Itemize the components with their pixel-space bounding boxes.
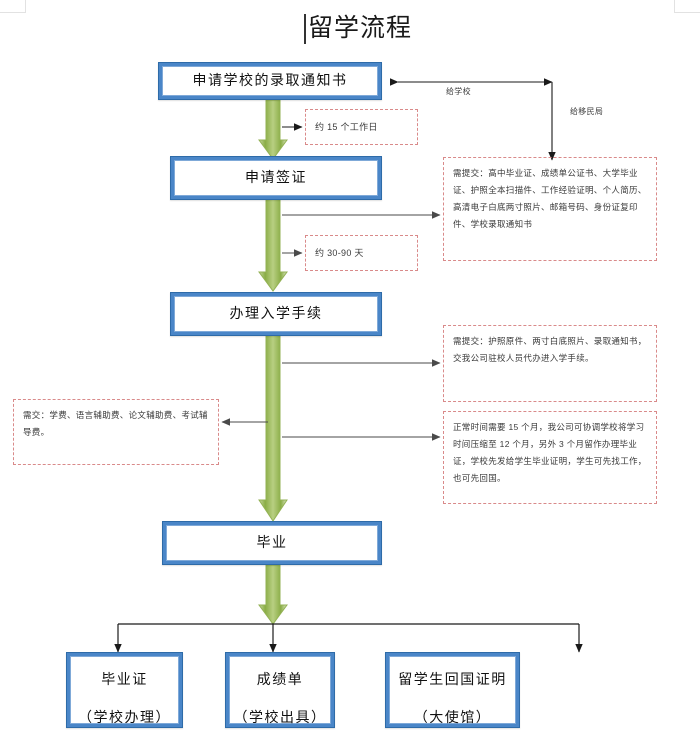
note-visa-duration-text: 约 30-90 天 xyxy=(315,248,364,258)
process-box-visa-inner: 申请签证 xyxy=(174,160,378,196)
result-box-transcript-inner: 成绩单 （学校出具） xyxy=(229,656,331,726)
result-box-diploma-line2: （学校办理） xyxy=(78,711,171,726)
process-box-enroll[interactable]: 办理入学手续 xyxy=(170,292,382,336)
note-offer-duration-text: 约 15 个工作日 xyxy=(315,122,378,132)
connector-results-split xyxy=(114,623,583,653)
result-box-transcript-line1: 成绩单 xyxy=(256,673,304,688)
process-box-offer-label: 申请学校的录取通知书 xyxy=(192,73,348,89)
process-box-offer-inner: 申请学校的录取通知书 xyxy=(162,66,378,96)
result-box-diploma-line1: 毕业证 xyxy=(101,673,148,688)
green-arrow-graduate-to-results xyxy=(258,564,288,625)
process-box-graduate-inner: 毕业 xyxy=(166,525,378,561)
page-corner-mark-top-right xyxy=(674,0,700,13)
process-box-enroll-inner: 办理入学手续 xyxy=(174,296,378,332)
note-study-duration: 正常时间需要 15 个月，我公司可协调学校将学习时间压缩至 12 个月，另外 3… xyxy=(443,411,657,504)
page-corner-mark-top-left xyxy=(0,0,26,13)
process-box-visa[interactable]: 申请签证 xyxy=(170,156,382,200)
note-visa-duration: 约 30-90 天 xyxy=(305,235,418,271)
result-box-transcript[interactable]: 成绩单 （学校出具） xyxy=(225,652,335,728)
green-arrow-offer-to-visa xyxy=(258,99,288,160)
result-box-return-cert[interactable]: 留学生回国证明 （大使馆） xyxy=(385,652,520,728)
process-box-offer[interactable]: 申请学校的录取通知书 xyxy=(158,62,382,100)
caption-to-school: 给学校 xyxy=(446,87,471,96)
note-enroll-documents-text: 需提交：护照原件、两寸白底照片、录取通知书，交我公司驻校人员代办进入学手续。 xyxy=(453,336,647,363)
result-box-transcript-line2: （学校出具） xyxy=(233,711,327,726)
process-box-enroll-label: 办理入学手续 xyxy=(229,306,323,322)
result-box-diploma-inner: 毕业证 （学校办理） xyxy=(70,656,179,726)
result-box-return-cert-line2: （大使馆） xyxy=(413,711,492,726)
green-arrow-enroll-to-graduate xyxy=(258,333,288,522)
note-offer-duration: 约 15 个工作日 xyxy=(305,109,418,145)
note-fees: 需交：学费、语言辅助费、论文辅助费、考试辅导费。 xyxy=(13,399,219,465)
note-fees-text: 需交：学费、语言辅助费、论文辅助费、考试辅导费。 xyxy=(23,410,208,437)
note-enroll-documents: 需提交：护照原件、两寸白底照片、录取通知书，交我公司驻校人员代办进入学手续。 xyxy=(443,325,657,402)
note-visa-documents: 需提交：高中毕业证、成绩单公证书、大学毕业证、护照全本扫描件、工作经验证明、个人… xyxy=(443,157,657,261)
caption-to-immigration: 给移民局 xyxy=(570,107,604,116)
page-title: 留学流程 xyxy=(304,14,412,44)
result-box-return-cert-inner: 留学生回国证明 （大使馆） xyxy=(389,656,516,726)
note-study-duration-text: 正常时间需要 15 个月，我公司可协调学校将学习时间压缩至 12 个月，另外 3… xyxy=(453,422,647,483)
process-box-graduate-label: 毕业 xyxy=(256,535,288,551)
note-visa-documents-text: 需提交：高中毕业证、成绩单公证书、大学毕业证、护照全本扫描件、工作经验证明、个人… xyxy=(453,168,647,229)
process-box-visa-label: 申请签证 xyxy=(245,170,307,186)
process-box-graduate[interactable]: 毕业 xyxy=(162,521,382,565)
result-box-return-cert-line1: 留学生回国证明 xyxy=(398,673,507,688)
green-arrow-visa-to-enroll xyxy=(258,196,288,292)
result-box-diploma[interactable]: 毕业证 （学校办理） xyxy=(66,652,183,728)
